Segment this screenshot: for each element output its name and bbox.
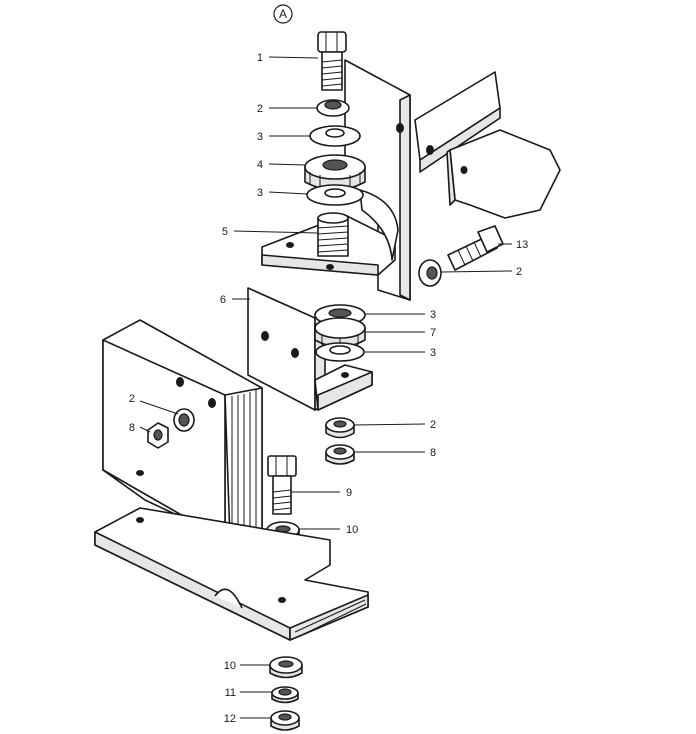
callout-3: 3 [257,131,263,143]
callout-5: 5 [222,226,228,238]
nut-8-right [325,444,355,465]
rubber-bush-4 [304,154,366,191]
bolt-1 [317,31,347,91]
bolt-13 [447,225,504,271]
upper-vertical-bracket [261,59,411,301]
lock-washer-2-bracket [173,408,195,432]
callout-3: 3 [430,347,436,359]
lock-washer-11 [271,686,299,704]
leader-lines [139,56,513,719]
lock-washer-2-side [418,259,442,287]
washer-3-top [309,125,361,147]
callout-11: 11 [225,687,236,699]
callout-3: 3 [430,309,436,321]
view-marker: A [273,4,293,24]
callout-2: 2 [430,419,436,431]
washer-3-fourth [315,342,365,362]
callout-9: 9 [346,487,352,499]
callout-3: 3 [257,187,263,199]
callout-6: 6 [220,294,226,306]
rubber-bush-7 [314,317,366,350]
lock-washer-2-right [325,417,355,439]
callout-1: 1 [257,52,263,64]
callout-4: 4 [257,159,263,171]
lower-l-bracket [102,319,263,541]
callout-12: 12 [224,713,236,725]
callout-8: 8 [430,447,436,459]
callout-2: 2 [516,266,522,278]
callout-10: 10 [224,660,236,672]
base-plate [94,507,369,641]
lock-washer-2-top [316,99,350,117]
bolt-9 [267,455,297,515]
sleeve-5 [317,212,349,257]
callout-10: 10 [346,524,358,536]
callout-8: 8 [129,422,135,434]
callout-13: 13 [516,239,528,251]
nut-8-bracket [147,422,169,449]
callout-7: 7 [430,327,436,339]
chassis-frame [414,71,561,219]
callout-2: 2 [257,103,263,115]
view-marker-label: A [279,7,287,21]
washer-10-lower [269,656,303,679]
nut-12 [270,710,300,731]
callout-labels: 1 2 3 4 3 5 13 2 6 3 7 3 2 8 2 8 9 10 10… [129,52,528,725]
callout-2: 2 [129,393,135,405]
washer-3-second [306,184,364,206]
